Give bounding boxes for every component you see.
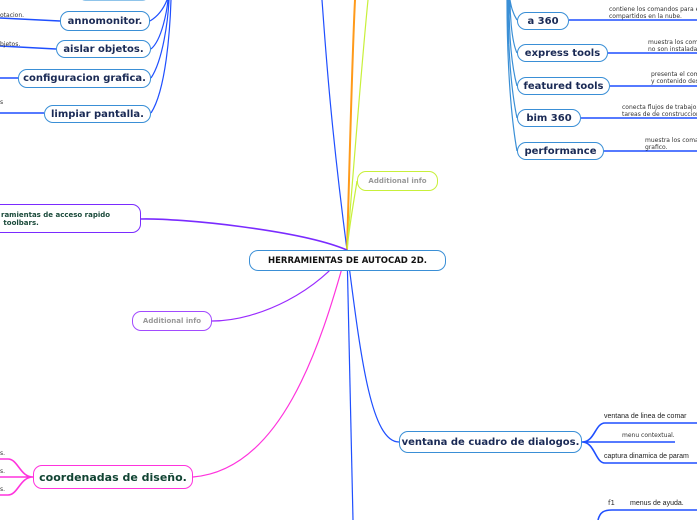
node-featured-tools[interactable]: featured tools	[517, 77, 610, 95]
node-express-tools[interactable]: express tools	[517, 44, 608, 62]
note: bjetos.	[0, 41, 21, 48]
note: captura dinamica de param	[604, 453, 689, 460]
note: conecta flujos de trabajo, e tareas de d…	[622, 104, 697, 118]
node-coordenadas[interactable]: coordenadas de diseño.	[33, 465, 193, 489]
note: s.	[0, 486, 6, 493]
note: s.	[0, 468, 6, 475]
note: menus de ayuda.	[630, 500, 684, 507]
node-limpiar-pantalla[interactable]: limpiar pantalla.	[44, 105, 151, 123]
central-topic[interactable]: HERRAMIENTAS DE AUTOCAD 2D.	[249, 250, 446, 271]
node-aislar-objetos[interactable]: aislar objetos.	[56, 40, 151, 58]
note: otacion.	[0, 12, 25, 19]
node-ventana[interactable]: ventana de cuadro de dialogos.	[399, 431, 582, 453]
note: s.	[0, 450, 6, 457]
note: muestra los coma no son instaladas	[648, 39, 697, 53]
note: s	[0, 99, 4, 106]
note: contiene los comandos para el r comparti…	[609, 6, 697, 20]
node-configuracion-grafica[interactable]: configuracion grafica.	[18, 69, 151, 88]
note: ventana de linea de comar	[604, 413, 687, 420]
node-bim360[interactable]: bim 360	[517, 109, 581, 127]
help-key: f1	[608, 499, 615, 507]
additional-info-purple[interactable]: Additional info	[132, 311, 212, 331]
additional-info-yellow[interactable]: Additional info	[357, 171, 438, 191]
note: presenta el coma y contenido desc	[651, 71, 697, 85]
note: menu contextual.	[622, 432, 675, 439]
note: muestra los coman grafico.	[645, 137, 697, 151]
node-toolbars[interactable]: ramientas de acceso rapido toolbars.	[0, 204, 141, 233]
node-performance[interactable]: performance	[517, 142, 604, 160]
node-annomonitor[interactable]: annomonitor.	[60, 11, 150, 31]
cut-off-node[interactable]	[80, 0, 148, 1]
node-a360[interactable]: a 360	[517, 12, 569, 30]
